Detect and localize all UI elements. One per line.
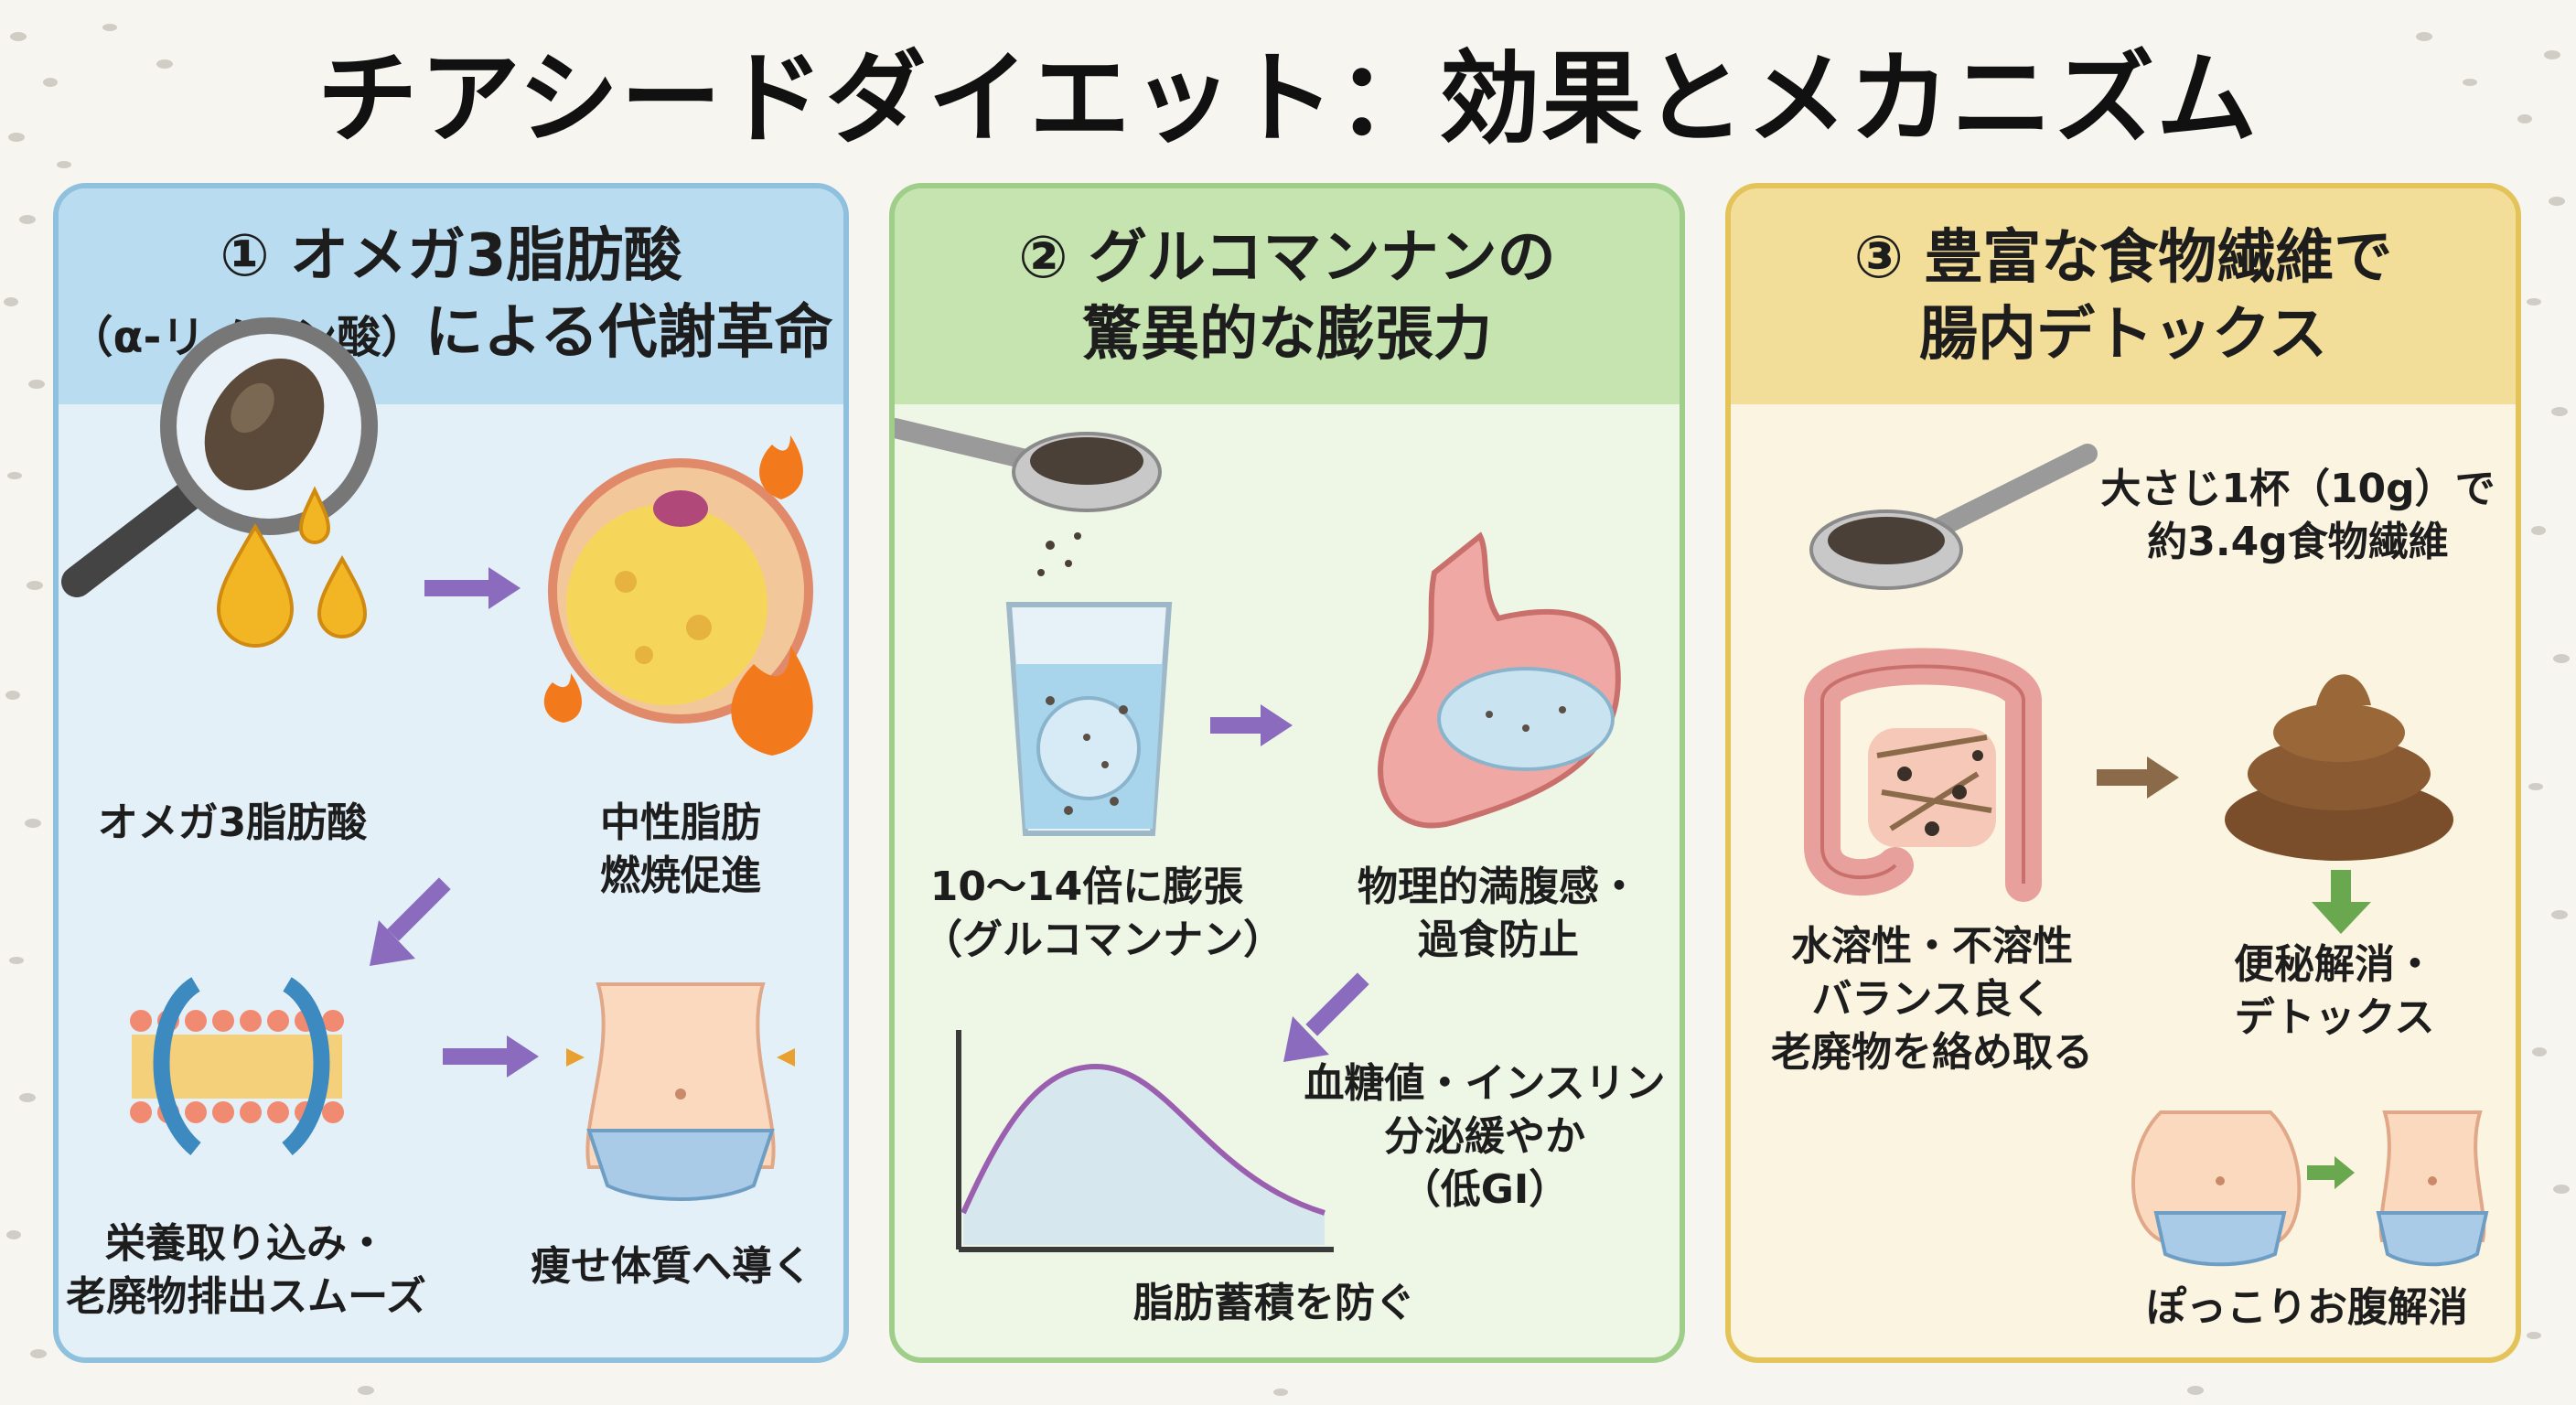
caption-membrane-2: 老廃物排出スムーズ [66,1273,426,1320]
arrow-1 [424,567,521,609]
stool-icon [2225,674,2453,861]
arrow-1 [1210,704,1293,746]
caption-belly: ぽっこりお腹解消 [2146,1284,2468,1331]
panel-glucomannan-illustration [895,418,1621,1252]
arrow-green [2312,870,2371,934]
caption-fiber-1: 水溶性・不溶性 [1791,923,2073,970]
panel-fiber-title-line1: ③ 豊富な食物繊維で [1853,224,2393,292]
intestine-icon [1804,648,2042,902]
caption-membrane-1: 栄養取り込み・ [105,1220,387,1267]
caption-detox-2: デトックス [2234,994,2435,1041]
panel-omega3-title-line1: ① オメガ3脂肪酸 [220,221,682,290]
caption-spoon-1: 大さじ1杯（10g）で [2100,466,2496,512]
caption-detox-1: 便秘解消・ [2234,941,2435,988]
panel-glucomannan-title-line1: ② グルコマンナンの [1018,224,1556,292]
belly-after-icon [2376,1110,2489,1267]
panel-glucomannan-header: ② グルコマンナンの 驚異的な膨張力 [895,188,1680,404]
water-glass-icon [1005,602,1173,836]
panel-omega3: ① オメガ3脂肪酸 （α-リノレン酸）による代謝革命 [53,183,849,1363]
panel-fiber: ③ 豊富な食物繊維で 腸内デトックス [1725,183,2521,1363]
panel-glucomannan: ② グルコマンナンの 驚異的な膨張力 10～14倍に膨張 （ [889,183,1685,1363]
panel-fiber-title-line2: 腸内デトックス [1918,301,2328,369]
panel-omega3-title-rest: による代謝革命 [424,298,833,367]
caption-slim: 痩せ体質へ導く [531,1243,812,1290]
fat-cell-icon [548,458,813,724]
spoon-icon [895,418,1162,512]
oil-drop-icon [216,486,368,648]
arrow-small [2307,1156,2355,1189]
arrow-brown [2097,756,2179,799]
caption-stomach-2: 過食防止 [1418,917,1579,963]
caption-swell-1: 10～14倍に膨張 [929,863,1244,910]
arrow-3 [443,1035,539,1078]
caption-omega3: オメガ3脂肪酸 [97,799,368,846]
caption-spoon-2: 約3.4g食物繊維 [2147,519,2449,565]
caption-fat-burn-1: 中性脂肪 [600,799,761,846]
magnifier-seed-icon [61,317,378,597]
caption-fat-storage: 脂肪蓄積を防ぐ [1133,1280,1415,1326]
caption-glucose-3: （低GI） [1400,1166,1570,1213]
caption-glucose-2: 分泌緩やか [1384,1113,1585,1160]
panel-fiber-illustration [1804,444,2489,1267]
caption-swell-2: （グルコマンナン） [922,917,1284,963]
page-title: チアシードダイエット：効果とメカニズム [317,40,2259,157]
caption-stomach-1: 物理的満腹感・ [1358,863,1639,910]
flame-icon [543,435,813,756]
panel-fiber-header: ③ 豊富な食物繊維で 腸内デトックス [1731,188,2516,404]
caption-fiber-2: バランス良く [1811,976,2053,1023]
spoon-icon [1809,444,2098,590]
belly-before-icon [2131,1110,2302,1267]
caption-fiber-3: 老廃物を絡め取る [1771,1029,2093,1076]
cell-membrane-icon [130,977,344,1156]
waist-icon [566,982,795,1201]
stomach-icon [1378,531,1621,829]
panel-omega3-illustration [61,317,813,1201]
caption-fat-burn-2: 燃焼促進 [600,853,761,899]
arrow-2 [370,877,451,966]
arrow-2 [1283,972,1369,1062]
blood-sugar-curve-icon [956,1030,1334,1252]
panel-glucomannan-title-line2: 驚異的な膨張力 [1082,301,1492,369]
caption-glucose-1: 血糖値・インスリン [1304,1060,1666,1107]
